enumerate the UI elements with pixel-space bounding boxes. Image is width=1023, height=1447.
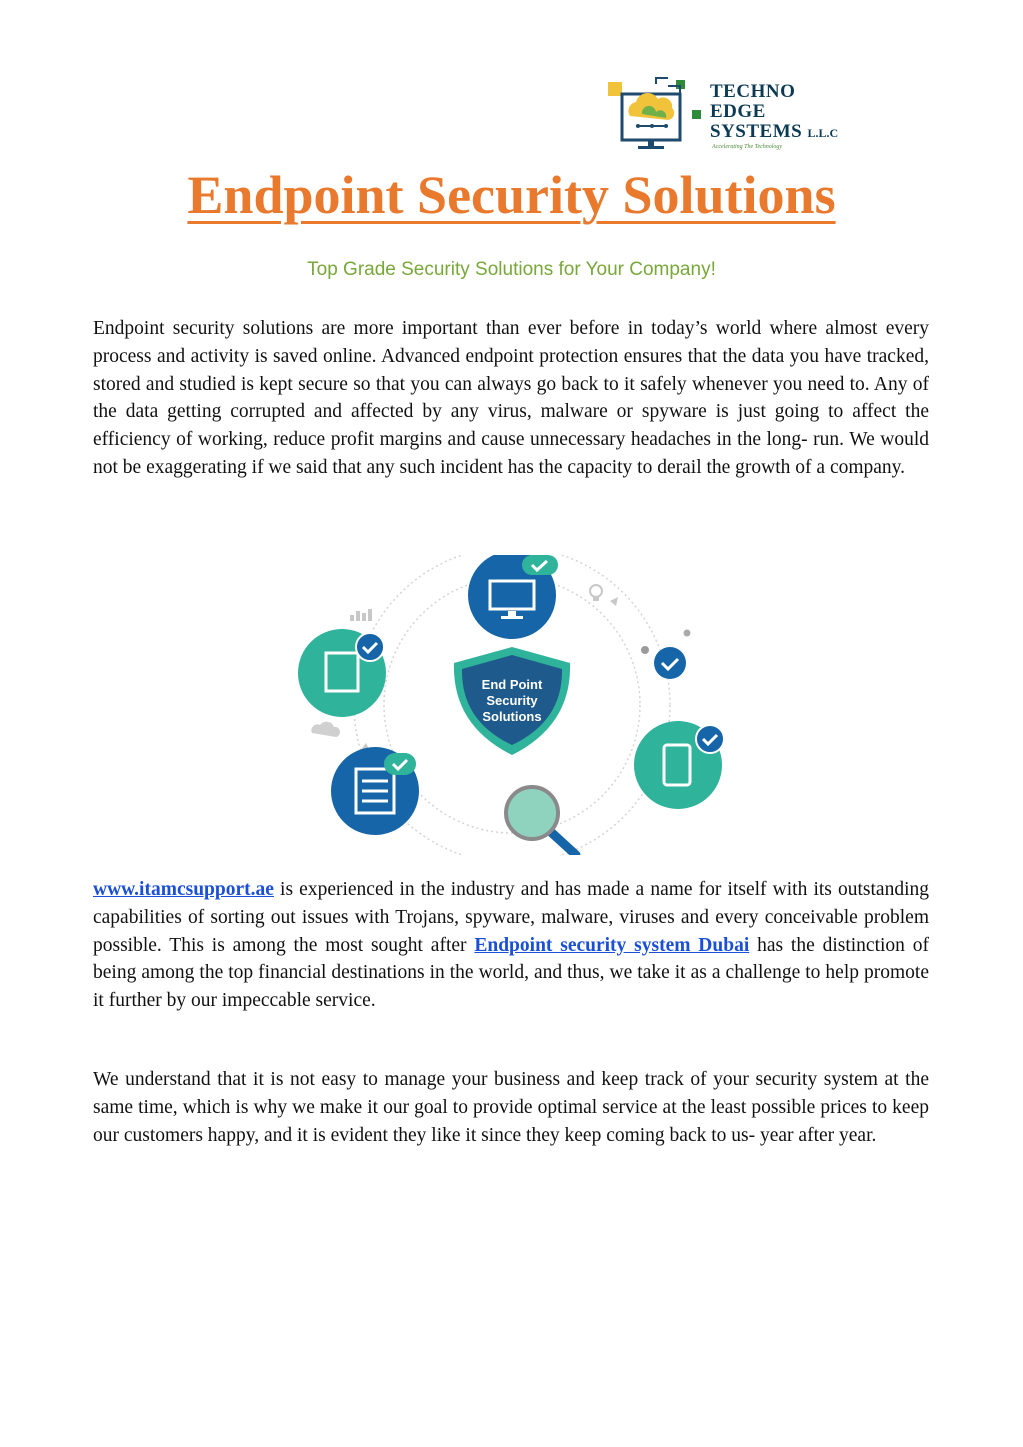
inner-orbit (383, 576, 641, 834)
company-paragraph: www.itamcsupport.ae is experienced in th… (93, 876, 929, 1015)
monitor-icon (488, 579, 536, 619)
phone-icon (662, 743, 692, 787)
closing-paragraph: We understand that it is not easy to man… (93, 1069, 929, 1146)
tablet-node (298, 629, 386, 717)
logo-line-2: EDGE (710, 101, 766, 122)
orbit-dot-2 (683, 629, 691, 637)
tablet-icon (324, 651, 360, 693)
company-logo: TECHNO EDGE SYSTEMS L.L.C Accelerating T… (608, 76, 868, 152)
shield-label-line-1: End Point (482, 677, 543, 692)
shield-label-line-3: Solutions (482, 709, 541, 724)
check-badge-icon (355, 632, 385, 662)
check-badge-icon (384, 753, 416, 775)
shield-badge: End Point Security Solutions (453, 647, 571, 755)
company-paragraph-text-1: is experienced in the industry and has m… (93, 879, 929, 956)
page-subtitle: Top Grade Security Solutions for Your Co… (307, 259, 716, 280)
logo-suffix: L.L.C (807, 126, 839, 140)
page-title: Endpoint Security Solutions (187, 165, 836, 225)
chart-icon (350, 609, 372, 621)
logo-text: TECHNO EDGE SYSTEMS L.L.C Accelerating T… (710, 82, 838, 151)
server-node (331, 747, 419, 835)
intro-paragraph: Endpoint security solutions are more imp… (93, 318, 929, 478)
itamcsupport-link[interactable]: www.itamcsupport.ae (93, 879, 274, 900)
check-badge-icon (522, 555, 558, 575)
monitor-node (468, 555, 558, 639)
server-icon (354, 767, 396, 815)
orbit-dot-1 (641, 646, 649, 654)
logo-tagline: Accelerating The Technology (712, 144, 783, 150)
check-badge-icon (654, 647, 686, 679)
arrow-top-right-icon (610, 597, 618, 606)
phone-node (634, 721, 725, 809)
lightbulb-icon (589, 584, 603, 601)
cloud-icon (311, 721, 341, 737)
logo-line-3-text: SYSTEMS (710, 121, 803, 142)
endpoint-security-diagram: End Point Security Solutions (298, 555, 725, 855)
cloud-monitor-logo-icon (608, 77, 701, 149)
endpoint-security-dubai-link[interactable]: Endpoint security system Dubai (474, 934, 750, 956)
shield-label-line-2: Security (486, 693, 538, 708)
check-badge-icon (695, 724, 725, 754)
magnifier-icon (504, 785, 581, 855)
logo-line-3: SYSTEMS L.L.C (710, 122, 838, 143)
logo-line-1: TECHNO (710, 81, 796, 102)
company-paragraph-text-2: has the distinction of being among the t… (93, 934, 929, 1012)
